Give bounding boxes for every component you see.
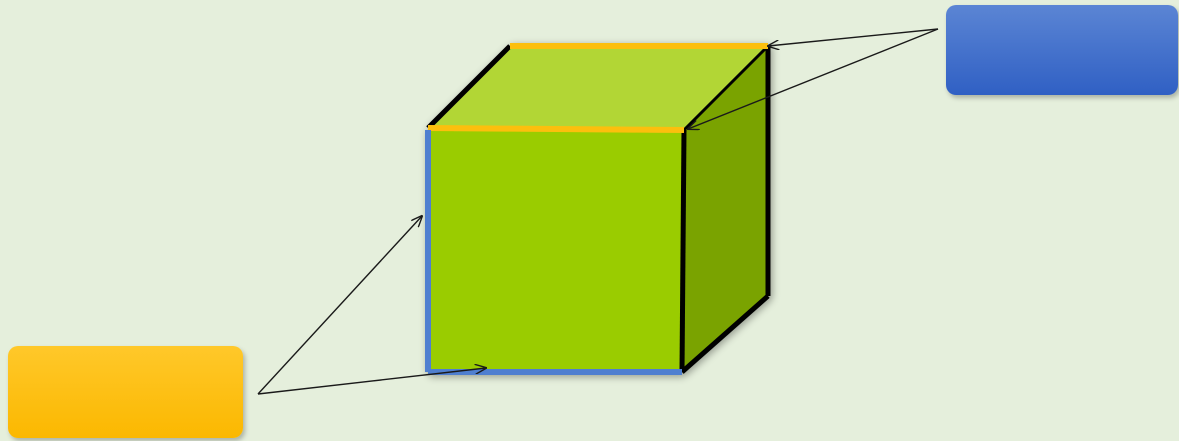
- arrow-orange-to-left-edge: [258, 216, 422, 394]
- cube: [428, 46, 768, 372]
- cube-front-face: [428, 128, 684, 372]
- arrow-blue-to-top-back-edge: [768, 29, 938, 46]
- bottom-label-box: [8, 346, 243, 438]
- cube-edge-top-front-highlight: [428, 128, 684, 130]
- top-label-box: [946, 5, 1178, 95]
- cube-edge-front-right: [682, 130, 684, 372]
- arrow-orange-to-bottom-edge: [258, 368, 486, 394]
